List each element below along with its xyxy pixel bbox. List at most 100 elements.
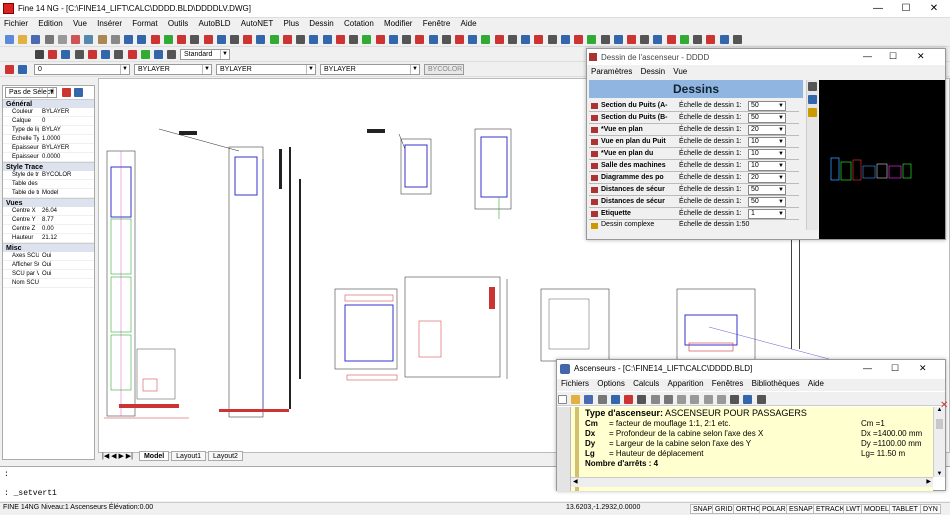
tool-icon[interactable]: [415, 35, 425, 44]
tab-layout2[interactable]: Layout2: [208, 451, 243, 461]
tool-icon[interactable]: [140, 50, 150, 59]
tool-icon[interactable]: [35, 50, 44, 59]
minimize-icon[interactable]: —: [863, 363, 872, 373]
prop-row[interactable]: Échelle Typ...1.0000: [3, 135, 94, 144]
tool-icon[interactable]: [349, 35, 359, 44]
menu-fichier[interactable]: Fichier: [4, 19, 29, 28]
prop-row[interactable]: Table des s...: [3, 180, 94, 189]
new-icon[interactable]: [558, 395, 567, 404]
list-item[interactable]: Section du Puits (B-Échelle de dessin 1:…: [589, 112, 799, 124]
tool-icon[interactable]: [743, 395, 753, 404]
menu-vue[interactable]: Vue: [72, 19, 87, 28]
tool-icon[interactable]: [402, 35, 412, 44]
linetype-select-2[interactable]: BYLAYER▼: [216, 64, 316, 75]
tool-icon[interactable]: [441, 35, 451, 44]
prop-row[interactable]: Style de traceBYCOLOR: [3, 171, 94, 180]
open-icon[interactable]: [18, 35, 28, 44]
menu-inserer[interactable]: Insérer: [97, 19, 123, 28]
pan-icon[interactable]: [163, 35, 173, 44]
prop-row[interactable]: Table de tr...Model: [3, 189, 94, 198]
menu-parametres[interactable]: Paramètres: [591, 67, 633, 76]
tool-icon[interactable]: [534, 35, 544, 44]
tool-icon[interactable]: [154, 50, 164, 59]
linetype-select-1[interactable]: BYLAYER▼: [134, 64, 212, 75]
tool-icon[interactable]: [388, 35, 398, 44]
zoom-icon[interactable]: [690, 395, 700, 404]
prop-row[interactable]: Nom SCU: [3, 279, 94, 288]
model-button[interactable]: MODEL: [861, 504, 892, 514]
scale-select[interactable]: 10▼: [748, 161, 786, 171]
menu-cotation[interactable]: Cotation: [343, 19, 374, 28]
prop-row[interactable]: Afficher SC...Oui: [3, 261, 94, 270]
zoom-icon[interactable]: [150, 35, 160, 44]
tool-icon[interactable]: [256, 35, 266, 44]
esnap-button[interactable]: ESNAP: [786, 504, 816, 514]
tool-icon[interactable]: [309, 35, 319, 44]
tool-icon[interactable]: [101, 50, 111, 59]
scale-select[interactable]: 50▼: [748, 197, 786, 207]
tool-icon[interactable]: [756, 395, 766, 404]
menu-autobld[interactable]: AutoBLD: [198, 19, 231, 28]
scale-select[interactable]: 50▼: [748, 101, 786, 111]
tool-icon[interactable]: [627, 35, 637, 44]
text-style-select[interactable]: Standard▼: [180, 49, 230, 60]
tab-model[interactable]: Model: [138, 451, 170, 461]
scale-select[interactable]: 10▼: [748, 149, 786, 159]
menu-edition[interactable]: Edition: [38, 19, 63, 28]
quick-select-icon[interactable]: [62, 88, 71, 97]
close-icon[interactable]: ✕: [917, 51, 925, 61]
tool-icon[interactable]: [650, 395, 660, 404]
close-icon[interactable]: ✕: [929, 3, 939, 14]
close-icon[interactable]: ✕: [919, 363, 927, 373]
tool-icon[interactable]: [808, 95, 817, 104]
tablet-button[interactable]: TABLET: [889, 504, 921, 514]
scroll-up-icon[interactable]: ▲: [936, 407, 943, 413]
paste-icon[interactable]: [97, 35, 107, 44]
tool-icon[interactable]: [375, 35, 385, 44]
preview-icon[interactable]: [57, 35, 67, 44]
tool-icon[interactable]: [216, 35, 226, 44]
select-objects-icon[interactable]: [74, 88, 83, 97]
scroll-right-icon[interactable]: ▶: [926, 479, 931, 485]
tool-icon[interactable]: [706, 35, 716, 44]
tool-icon[interactable]: [61, 50, 71, 59]
menu-fenetre[interactable]: Fenêtre: [422, 19, 451, 28]
scroll-thumb[interactable]: [936, 419, 943, 429]
tool-icon[interactable]: [600, 35, 610, 44]
tool-icon[interactable]: [663, 395, 673, 404]
tool-icon[interactable]: [322, 35, 332, 44]
prop-row[interactable]: Type de ligneBYLAY: [3, 126, 94, 135]
match-icon[interactable]: [110, 35, 120, 44]
tool-icon[interactable]: [719, 35, 729, 44]
tool-icon[interactable]: [428, 35, 438, 44]
prop-row[interactable]: SCU par VueOui: [3, 270, 94, 279]
list-item[interactable]: Section du Puits (A-Échelle de dessin 1:…: [589, 100, 799, 112]
tool-icon[interactable]: [243, 35, 253, 44]
tool-icon[interactable]: [613, 35, 623, 44]
menu-aide[interactable]: Aide: [460, 19, 477, 28]
menu-bibliotheques[interactable]: Bibliothèques: [751, 379, 800, 388]
color-select[interactable]: BYCOLOR: [424, 64, 464, 75]
tool-icon[interactable]: [282, 35, 292, 44]
close-icon[interactable]: ✕: [940, 400, 949, 411]
lineweight-select[interactable]: BYLAYER▼: [320, 64, 420, 75]
tool-icon[interactable]: [637, 395, 647, 404]
tool-icon[interactable]: [48, 50, 58, 59]
tool-icon[interactable]: [666, 35, 676, 44]
grid-button[interactable]: GRID: [712, 504, 736, 514]
menu-vue[interactable]: Vue: [673, 67, 688, 76]
tool-icon[interactable]: [190, 35, 200, 44]
dyn-button[interactable]: DYN: [920, 504, 941, 514]
tool-icon[interactable]: [481, 35, 491, 44]
tool-icon[interactable]: [574, 35, 584, 44]
zoom-icon[interactable]: [703, 395, 713, 404]
scale-select[interactable]: 10▼: [748, 137, 786, 147]
tool-icon[interactable]: [560, 35, 570, 44]
